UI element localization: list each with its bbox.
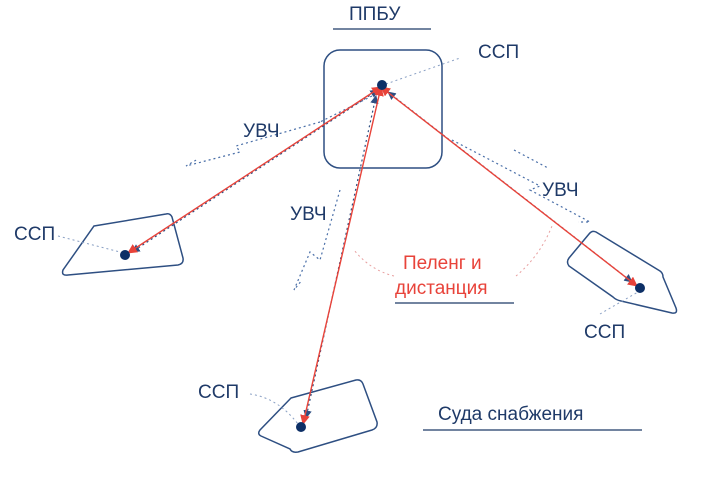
diagram-title: ППБУ (349, 4, 401, 25)
uvch-label-bottom: УВЧ (290, 204, 327, 225)
uvch-link-left-a (131, 89, 379, 253)
bearing-label-line2: дистанция (395, 278, 488, 299)
bearing-line-right (380, 86, 638, 287)
uvch-label-right: УВЧ (542, 180, 579, 201)
leader-ssp-left (57, 235, 121, 253)
ssp-label-right: ССП (584, 322, 626, 343)
leader-bearing-left (353, 249, 395, 277)
uvch-label-left: УВЧ (243, 121, 280, 142)
node-platform (377, 80, 387, 90)
node-vessel-bottom (296, 422, 306, 432)
supply-vessels-label: Суда снабжения (438, 404, 584, 425)
vessel-bottom-outline (257, 379, 378, 453)
vessel-left-outline (61, 213, 184, 276)
leader-ssp-right (599, 291, 639, 315)
lightning-right-top (513, 149, 549, 169)
bearing-line-left (127, 86, 382, 254)
platform-outline (323, 49, 443, 169)
node-vessel-left (120, 250, 130, 260)
ssp-label-top: ССП (478, 42, 520, 63)
leader-ssp-top (385, 57, 461, 85)
node-vessel-right (635, 283, 645, 293)
uvch-link-left-b (319, 95, 373, 123)
ssp-label-left: ССП (14, 224, 56, 245)
bearing-label-line1: Пеленг и (403, 253, 482, 274)
leader-bearing-right (515, 225, 553, 277)
ssp-label-bottom: ССП (198, 382, 240, 403)
bearing-line-bottom (300, 86, 384, 425)
